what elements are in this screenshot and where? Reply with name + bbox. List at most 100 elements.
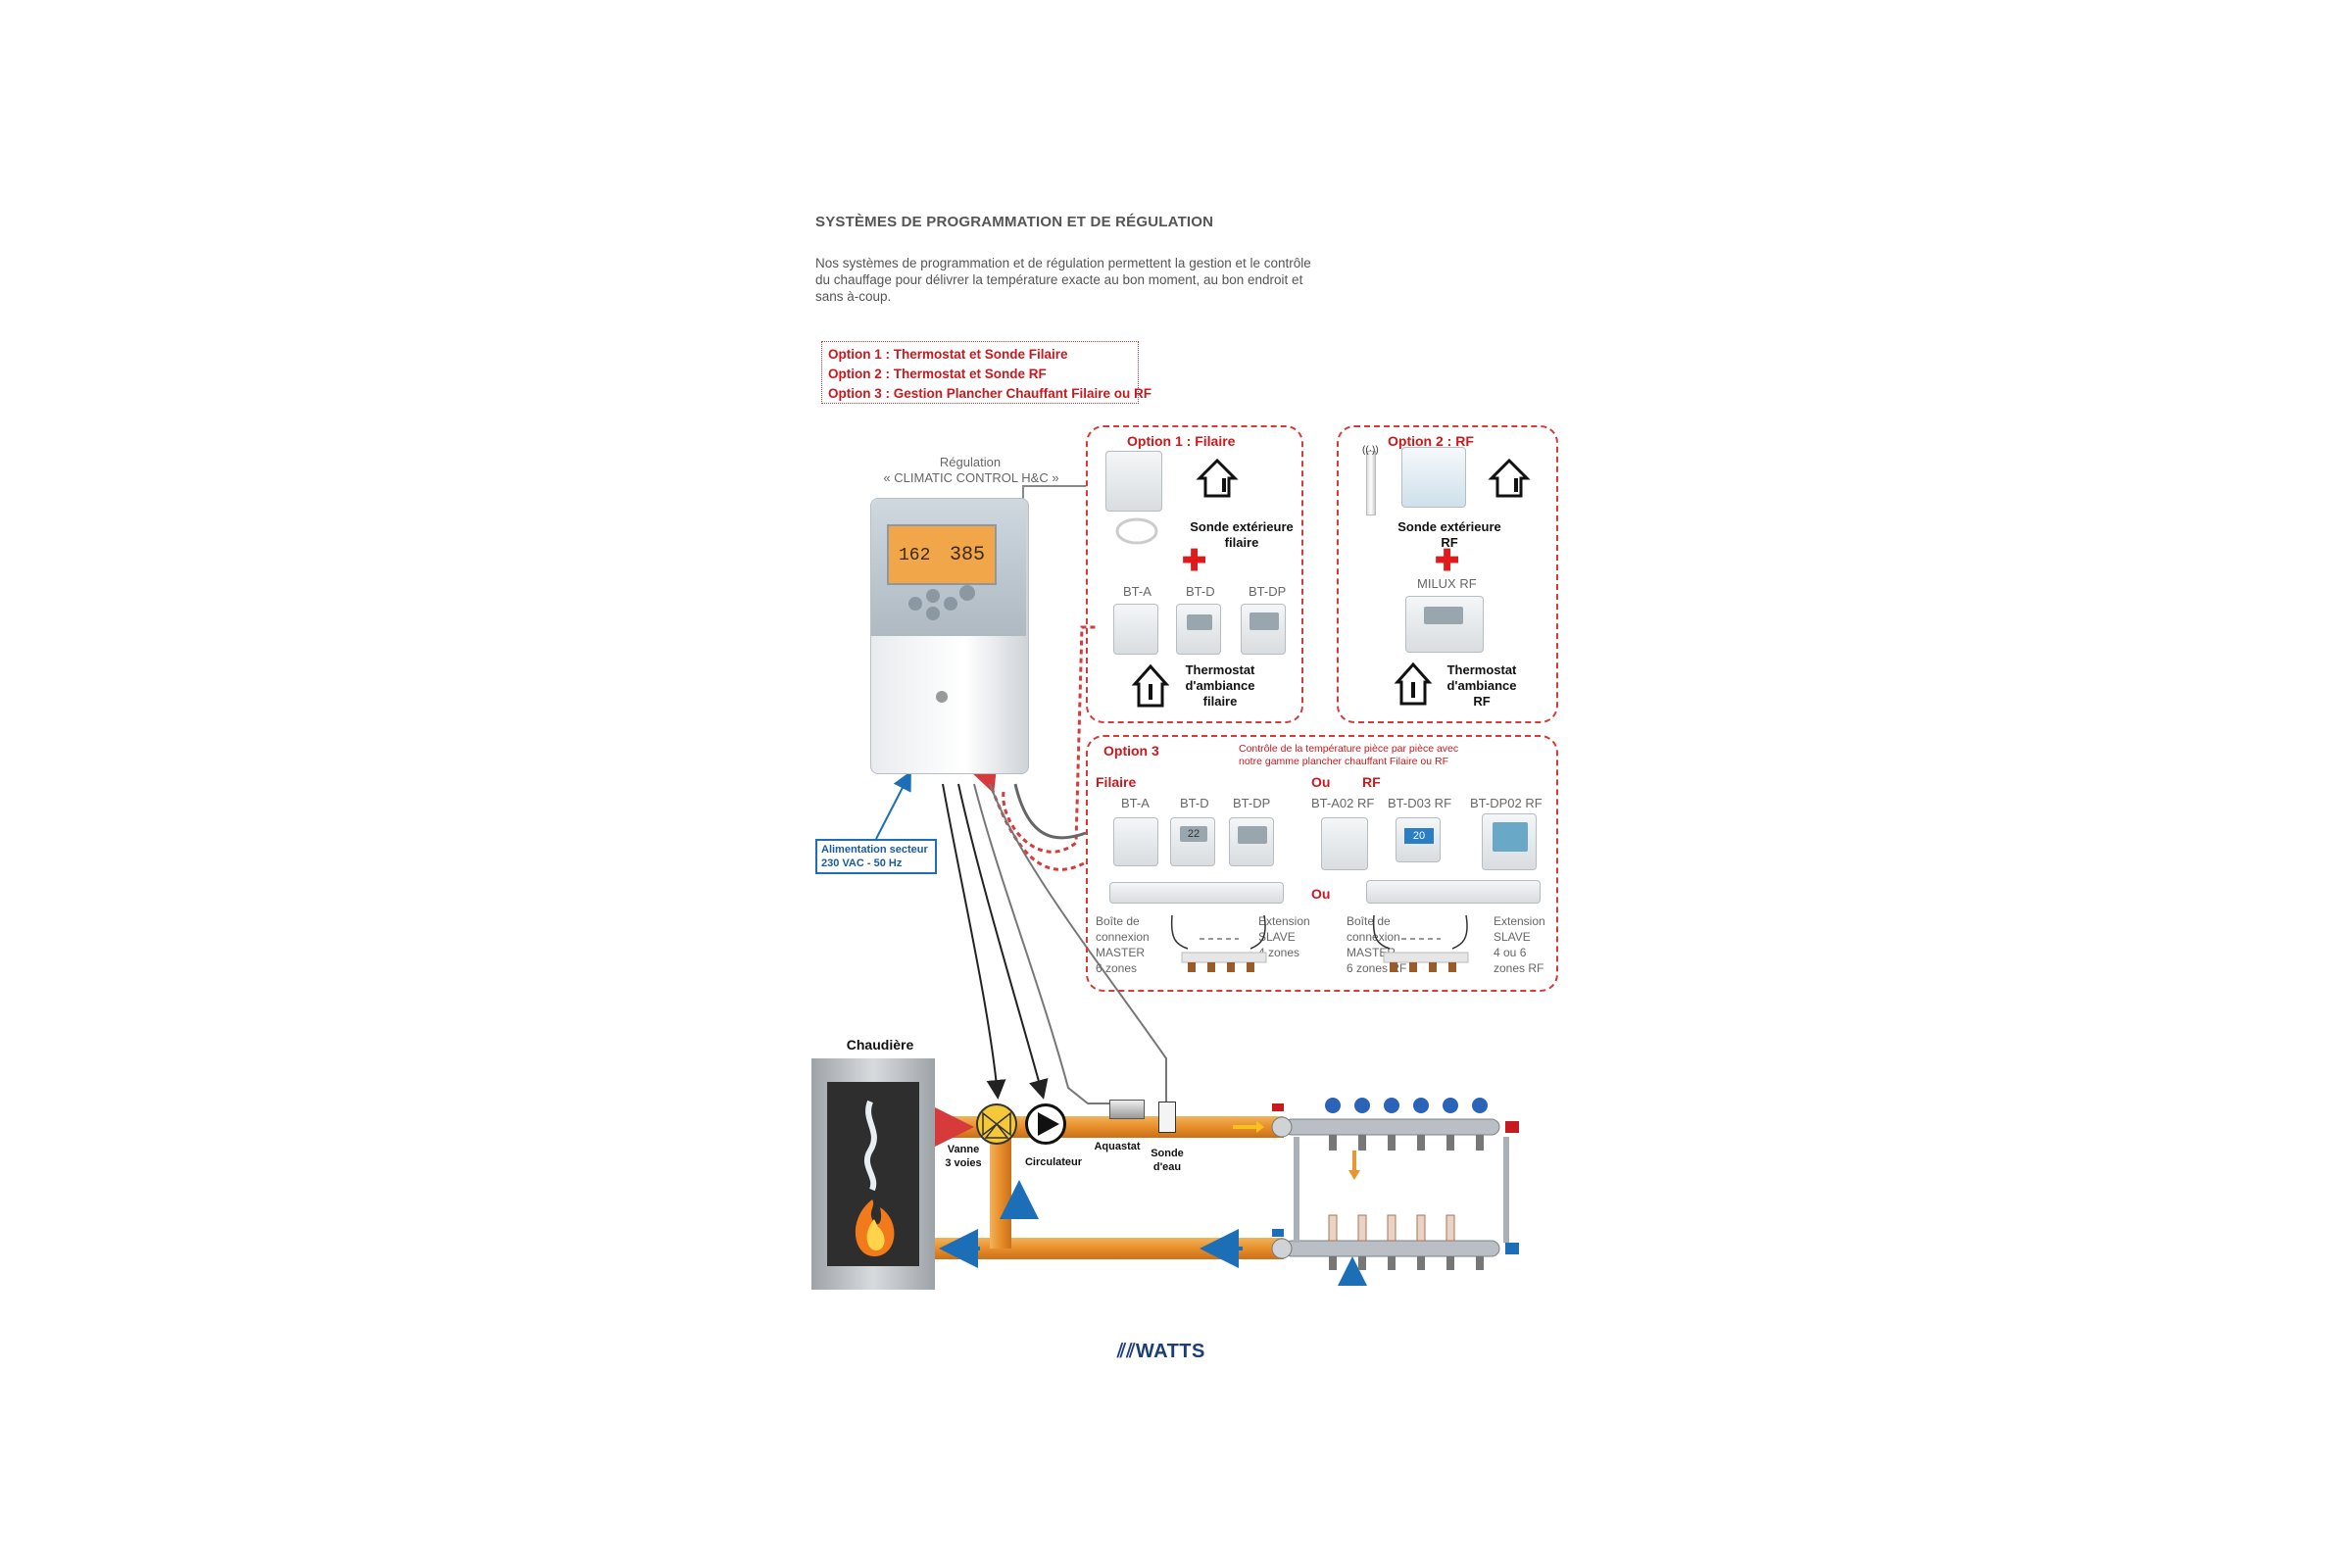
slave-line: zones RF xyxy=(1494,961,1544,975)
brand-name: WATTS xyxy=(1135,1341,1205,1362)
ou-label: Ou xyxy=(1311,774,1331,790)
valve-label: Vanne 3 voies xyxy=(939,1143,988,1170)
power-line-1: Alimentation secteur xyxy=(821,844,928,856)
sensor-wire xyxy=(1022,485,1086,586)
ok-button[interactable] xyxy=(959,585,975,601)
room-label-line: filaire xyxy=(1202,694,1238,709)
option1-panel: Option 1 : Filaire Sonde extérieure fila… xyxy=(1086,425,1303,723)
room-label-line: Thermostat xyxy=(1446,662,1517,677)
thermostat-bt-a xyxy=(1113,604,1158,655)
room-label-line: RF xyxy=(1473,694,1491,709)
house-thermometer-icon xyxy=(1131,663,1170,708)
boiler-body xyxy=(811,1058,935,1290)
valve-icon xyxy=(982,1111,1011,1139)
pump-label: Circulateur xyxy=(1024,1156,1083,1168)
thermostat-bt-dp xyxy=(1241,604,1286,655)
master-line: 6 zones xyxy=(1096,961,1138,975)
o3-thermostat-bt-d03: 20 xyxy=(1396,817,1441,862)
filaire-master-label: Boîte de connexion MASTER 6 zones xyxy=(1096,913,1150,976)
regulator-display: 162 385 xyxy=(887,524,997,585)
power-arrow xyxy=(875,770,911,840)
milux-rf-thermostat xyxy=(1405,596,1484,653)
room-label-line: d'ambiance xyxy=(1185,678,1255,693)
logo-mark-icon: ⫽⫽ xyxy=(1117,1341,1136,1362)
water-sensor-device xyxy=(1158,1102,1176,1133)
slave-line: SLAVE xyxy=(1258,930,1296,944)
regulator-model: « CLIMATIC CONTROL H&C » xyxy=(883,470,1059,485)
rf-label: RF xyxy=(1362,774,1381,790)
intro-paragraph: Nos systèmes de programmation et de régu… xyxy=(815,255,1384,305)
sensor-label-line: Sonde extérieure xyxy=(1397,519,1501,534)
o3-thermostat-bt-dp xyxy=(1229,817,1274,866)
display-right-value: 385 xyxy=(950,544,986,566)
bt-d-screen: 22 xyxy=(1180,826,1207,842)
thermostat-wire xyxy=(1002,625,1096,854)
o3-thermostat-bt-dp02 xyxy=(1482,813,1537,870)
aquastat-label: Aquastat xyxy=(1094,1141,1141,1152)
filaire-label: Filaire xyxy=(1096,774,1137,790)
option-legend-3: Option 3 : Gestion Plancher Chauffant Fi… xyxy=(828,386,1152,401)
regulator-label: Régulation xyxy=(939,455,1002,469)
option3-title: Option 3 xyxy=(1103,743,1159,759)
option2-title: Option 2 : RF xyxy=(1388,433,1474,449)
filaire-connection-box xyxy=(1109,882,1284,904)
house-icon xyxy=(1488,458,1531,498)
water-sensor-wire xyxy=(989,783,1167,1102)
option2-room-label: Thermostat d'ambiance RF xyxy=(1435,662,1529,710)
circulator-pump xyxy=(1025,1103,1066,1145)
supply-pipe xyxy=(931,1116,1284,1138)
o3-bt-d03-label: BT-D03 RF xyxy=(1388,796,1452,810)
bt-d03-screen: 20 xyxy=(1404,828,1434,844)
down-button[interactable] xyxy=(926,607,940,620)
filaire-slave-label: Extension SLAVE 4 zones xyxy=(1258,913,1310,960)
flame-icon xyxy=(855,1100,895,1256)
plus-icon: ✚ xyxy=(1435,545,1460,577)
o3-bt-a02-label: BT-A02 RF xyxy=(1311,796,1375,810)
thermostat-bt-d xyxy=(1176,604,1221,655)
intro-line: sans à-coup. xyxy=(815,289,892,304)
boiler-title: Chaudière xyxy=(846,1037,914,1053)
house-thermometer-icon xyxy=(1394,662,1433,706)
slave-line: SLAVE xyxy=(1494,930,1531,944)
watts-logo: ⫽⫽WATTS xyxy=(1117,1341,1205,1363)
pump-wire xyxy=(957,783,1049,1100)
option-legend-2: Option 2 : Thermostat et Sonde RF xyxy=(828,367,1047,381)
power-line-2: 230 VAC - 50 Hz xyxy=(821,858,903,869)
o3-thermostat-bt-d: 22 xyxy=(1170,817,1215,866)
rf-slave-label: Extension SLAVE 4 ou 6 zones RF xyxy=(1494,913,1545,976)
option1-title: Option 1 : Filaire xyxy=(1127,433,1236,449)
rf-antenna-sensor xyxy=(1366,451,1376,515)
regulator-device: 162 385 xyxy=(870,498,1029,774)
floor-heating-manifold xyxy=(1271,1098,1519,1270)
wireless-icon: ((·)) xyxy=(1362,445,1379,456)
options-legend: Option 1 : Thermostat et Sonde Filaire O… xyxy=(821,341,1152,404)
right-button[interactable] xyxy=(944,597,957,611)
left-button[interactable] xyxy=(908,597,922,611)
intro-line: Nos systèmes de programmation et de régu… xyxy=(815,256,1311,270)
thermostat-bt-dp-label: BT-DP xyxy=(1249,584,1287,599)
pump-icon xyxy=(1038,1112,1059,1136)
up-button[interactable] xyxy=(926,589,940,603)
sensor-label-line: filaire xyxy=(1224,535,1259,550)
option3-panel: Option 3 Contrôle de la température pièc… xyxy=(1086,735,1558,992)
slave-line: Extension xyxy=(1258,914,1310,928)
o3-bt-dp02-label: BT-DP02 RF xyxy=(1470,796,1543,810)
master-line: Boîte de xyxy=(1347,914,1391,928)
return-wire xyxy=(1013,783,1087,840)
sensor-label-line: d'eau xyxy=(1152,1161,1182,1173)
option2-panel: Option 2 : RF ((·)) Sonde extérieure RF … xyxy=(1337,425,1558,723)
master-line: connexion xyxy=(1096,930,1150,944)
sensor-cable-icon xyxy=(1115,517,1158,545)
option-legend-1: Option 1 : Thermostat et Sonde Filaire xyxy=(828,347,1068,362)
slave-line: 4 ou 6 xyxy=(1494,946,1527,959)
option3-wire xyxy=(969,760,1087,871)
sensor-label-line: RF xyxy=(1441,535,1458,550)
master-line: connexion xyxy=(1347,930,1400,944)
display-left-value: 162 xyxy=(899,546,931,565)
outdoor-sensor-device xyxy=(1105,451,1162,512)
thermostat-bt-a-label: BT-A xyxy=(1123,584,1152,599)
intro-line: du chauffage pour délivrer la températur… xyxy=(815,272,1303,287)
status-led xyxy=(936,691,948,703)
option1-room-label: Thermostat d'ambiance filaire xyxy=(1176,662,1264,710)
thermostat-bt-d-label: BT-D xyxy=(1186,584,1215,599)
